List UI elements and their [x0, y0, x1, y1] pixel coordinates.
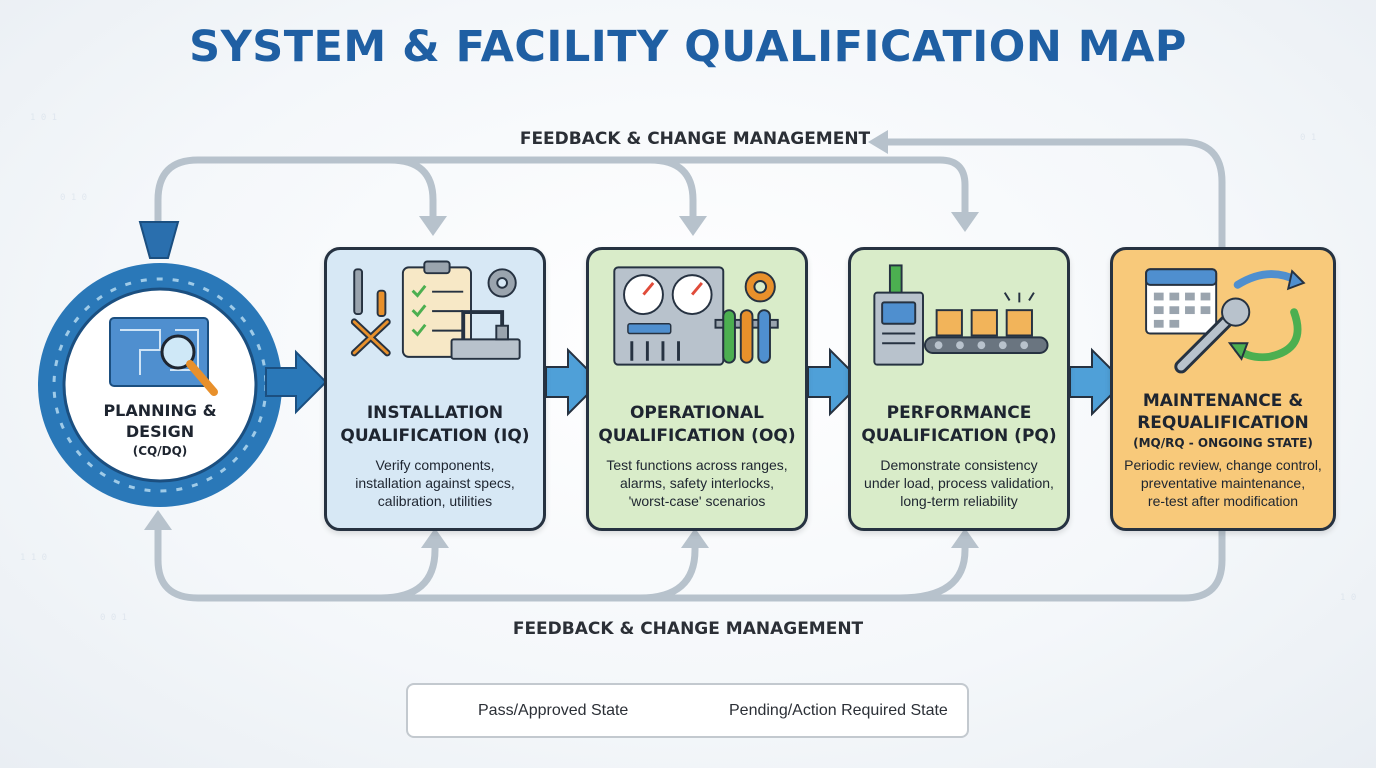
svg-text:0 1 0: 0 1 0 [60, 193, 87, 203]
pq-desc-line: under load, process validation, [864, 475, 1054, 491]
mq-description: Periodic review, change control, prevent… [1119, 456, 1327, 510]
oq-title-line1: OPERATIONAL [629, 403, 765, 423]
pq-desc-line: long-term reliability [900, 493, 1018, 509]
planning-title: PLANNING & DESIGN [103, 401, 217, 441]
planning-design-label: PLANNING & DESIGN (CQ/DQ) [95, 400, 225, 460]
legend-pass-label: Pass/Approved State [478, 701, 629, 719]
stage-card-iq: INSTALLATION QUALIFICATION (IQ) Verify c… [324, 247, 546, 531]
tools-icon [350, 268, 391, 357]
conveyor-icon [923, 292, 1049, 354]
legend-item-pending: Pending/Action Required State [719, 685, 948, 736]
iq-desc-line: Verify components, [375, 457, 495, 473]
iq-desc-line: installation against specs, [355, 475, 515, 491]
mq-icons [1145, 268, 1306, 374]
mq-title-line2: REQUALIFICATION [1137, 413, 1309, 433]
oq-icons [613, 266, 779, 366]
background-code-pattern: 1 0 1 0 1 0 1 1 0 0 0 1 0 1 1 0 [20, 113, 1356, 623]
machine-icon [450, 310, 521, 360]
feedback-arrowheads-top [419, 130, 979, 236]
flow-arrows [545, 347, 1126, 417]
mq-desc-line: Periodic review, change control, [1124, 457, 1322, 473]
pq-icons [873, 264, 1049, 366]
wrench-icon [1174, 297, 1251, 374]
iq-description: Verify components, installation against … [333, 456, 537, 510]
oq-title-line2: QUALIFICATION (OQ) [598, 426, 796, 446]
legend-pending-label: Pending/Action Required State [729, 701, 948, 719]
oq-desc-line: 'worst-case' scenarios [628, 493, 766, 509]
svg-text:0 0 1: 0 0 1 [100, 613, 127, 623]
blueprint-magnifier-icon [109, 317, 218, 396]
machine-icon [873, 264, 924, 366]
gear-icon [487, 268, 517, 298]
legend: Pass/Approved State Pending/Action Requi… [406, 683, 969, 738]
oq-description: Test functions across ranges, alarms, sa… [595, 456, 799, 510]
iq-title-line1: INSTALLATION [366, 403, 504, 423]
cycle-arrows-icon [1227, 269, 1306, 362]
mq-title-line1: MAINTENANCE & [1142, 391, 1304, 411]
calendar-icon [1145, 268, 1218, 335]
oq-desc-line: Test functions across ranges, [606, 457, 788, 473]
feedback-label-bottom: FEEDBACK & CHANGE MANAGEMENT [512, 619, 864, 639]
svg-text:0 1: 0 1 [1300, 133, 1316, 143]
legend-item-pass: Pass/Approved State [468, 685, 628, 736]
mq-subtitle: (MQ/RQ - ONGOING STATE) [1133, 436, 1313, 450]
iq-icons [350, 260, 521, 360]
pq-description: Demonstrate consistency under load, proc… [857, 456, 1061, 510]
test-tubes-icon [714, 309, 779, 364]
feedback-loop-top [154, 138, 1226, 254]
stage-card-mq: MAINTENANCE & REQUALIFICATION (MQ/RQ - O… [1110, 247, 1336, 531]
pq-title-line1: PERFORMANCE [886, 403, 1032, 423]
feedback-arrowheads-bottom [144, 510, 979, 548]
page-title: SYSTEM & FACILITY QUALIFICATION MAP [189, 22, 1187, 72]
svg-text:1 0 1: 1 0 1 [30, 113, 57, 123]
iq-desc-line: calibration, utilities [377, 493, 493, 509]
pq-desc-line: Demonstrate consistency [880, 457, 1038, 473]
gauge-panel-icon [613, 266, 725, 366]
mq-desc-line: re-test after modification [1147, 493, 1299, 509]
mq-desc-line: preventative maintenance, [1140, 475, 1306, 491]
planning-subtitle: (CQ/DQ) [132, 444, 188, 458]
svg-text:1 0: 1 0 [1340, 593, 1356, 603]
oq-desc-line: alarms, safety interlocks, [619, 475, 775, 491]
pq-title-line2: QUALIFICATION (PQ) [861, 426, 1057, 446]
feedback-loop-bottom [154, 524, 1226, 602]
stage-card-pq: PERFORMANCE QUALIFICATION (PQ) Demonstra… [848, 247, 1070, 531]
checklist-icon [401, 260, 472, 358]
stage-card-oq: OPERATIONAL QUALIFICATION (OQ) Test func… [586, 247, 808, 531]
feedback-label-top: FEEDBACK & CHANGE MANAGEMENT [519, 129, 871, 149]
iq-title-line2: QUALIFICATION (IQ) [340, 426, 530, 446]
svg-text:1 1 0: 1 1 0 [20, 553, 47, 563]
gear-icon [744, 271, 776, 303]
